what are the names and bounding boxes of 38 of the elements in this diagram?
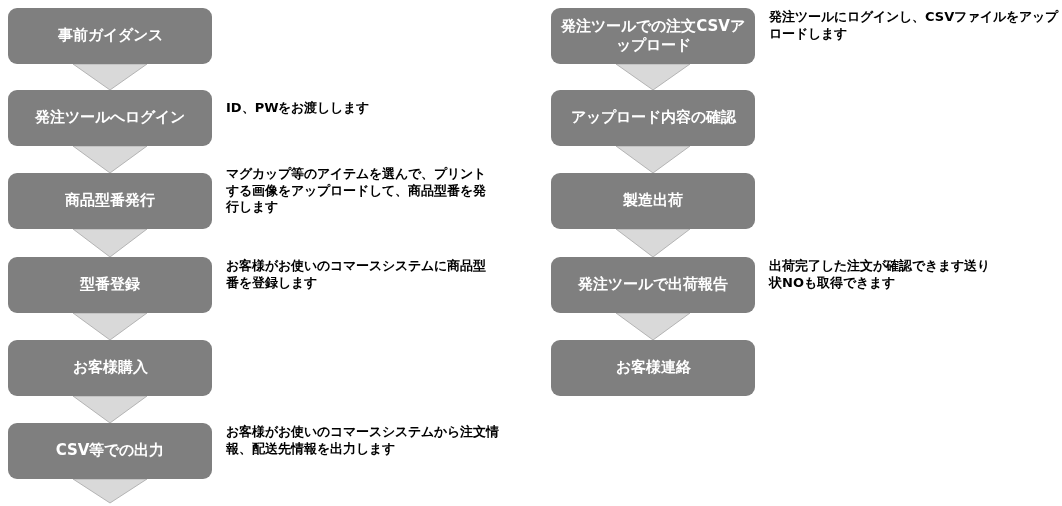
process-box <box>8 257 212 313</box>
arrow <box>72 228 148 258</box>
step-description: お客様がお使いのコマースシステムから注文情報、配送先情報を出力します <box>226 424 500 458</box>
arrow <box>615 63 691 91</box>
process-box <box>8 423 212 479</box>
step-label: 発注ツールへログイン <box>35 108 185 128</box>
arrow <box>72 63 148 91</box>
step-label: 製造出荷 <box>623 191 683 211</box>
step-description: 出荷完了した注文が確認できます送り状NOも取得できます <box>769 258 991 292</box>
step-label: 発注ツールで出荷報告 <box>578 275 728 295</box>
process-box <box>551 8 755 64</box>
arrow <box>72 478 148 504</box>
step-label: 商品型番発行 <box>65 191 155 211</box>
step-label: お客様購入 <box>72 358 148 378</box>
arrow <box>615 228 691 258</box>
process-box <box>8 340 212 396</box>
process-box <box>551 173 755 229</box>
step-label: 事前ガイダンス <box>57 26 163 46</box>
step-description: お客様がお使いのコマースシステムに商品型番を登録します <box>226 258 487 292</box>
step-description: ID、PWをお渡しします <box>226 99 371 117</box>
step-label: アップロード内容の確認 <box>570 108 736 128</box>
process-box <box>8 8 212 64</box>
process-box <box>551 90 755 146</box>
process-box <box>551 340 755 396</box>
arrow <box>72 145 148 174</box>
process-box <box>8 90 212 146</box>
process-box <box>8 173 212 229</box>
step-description: マグカップ等のアイテムを選んで、プリントする画像をアップロードして、商品型番を発行します <box>226 165 487 217</box>
step-label: お客様連絡 <box>615 358 691 378</box>
arrow <box>615 145 691 174</box>
step-label: 型番登録 <box>80 275 140 295</box>
arrow <box>615 312 691 341</box>
process-box <box>551 257 755 313</box>
step-description: 発注ツールにログインし、CSVファイルをアップロードします <box>769 9 1059 43</box>
step-label: CSV等での出力 <box>55 441 165 461</box>
arrow <box>72 395 148 424</box>
step-label: 発注ツールでの注文CSVアップロード <box>561 16 745 56</box>
arrow <box>72 312 148 341</box>
